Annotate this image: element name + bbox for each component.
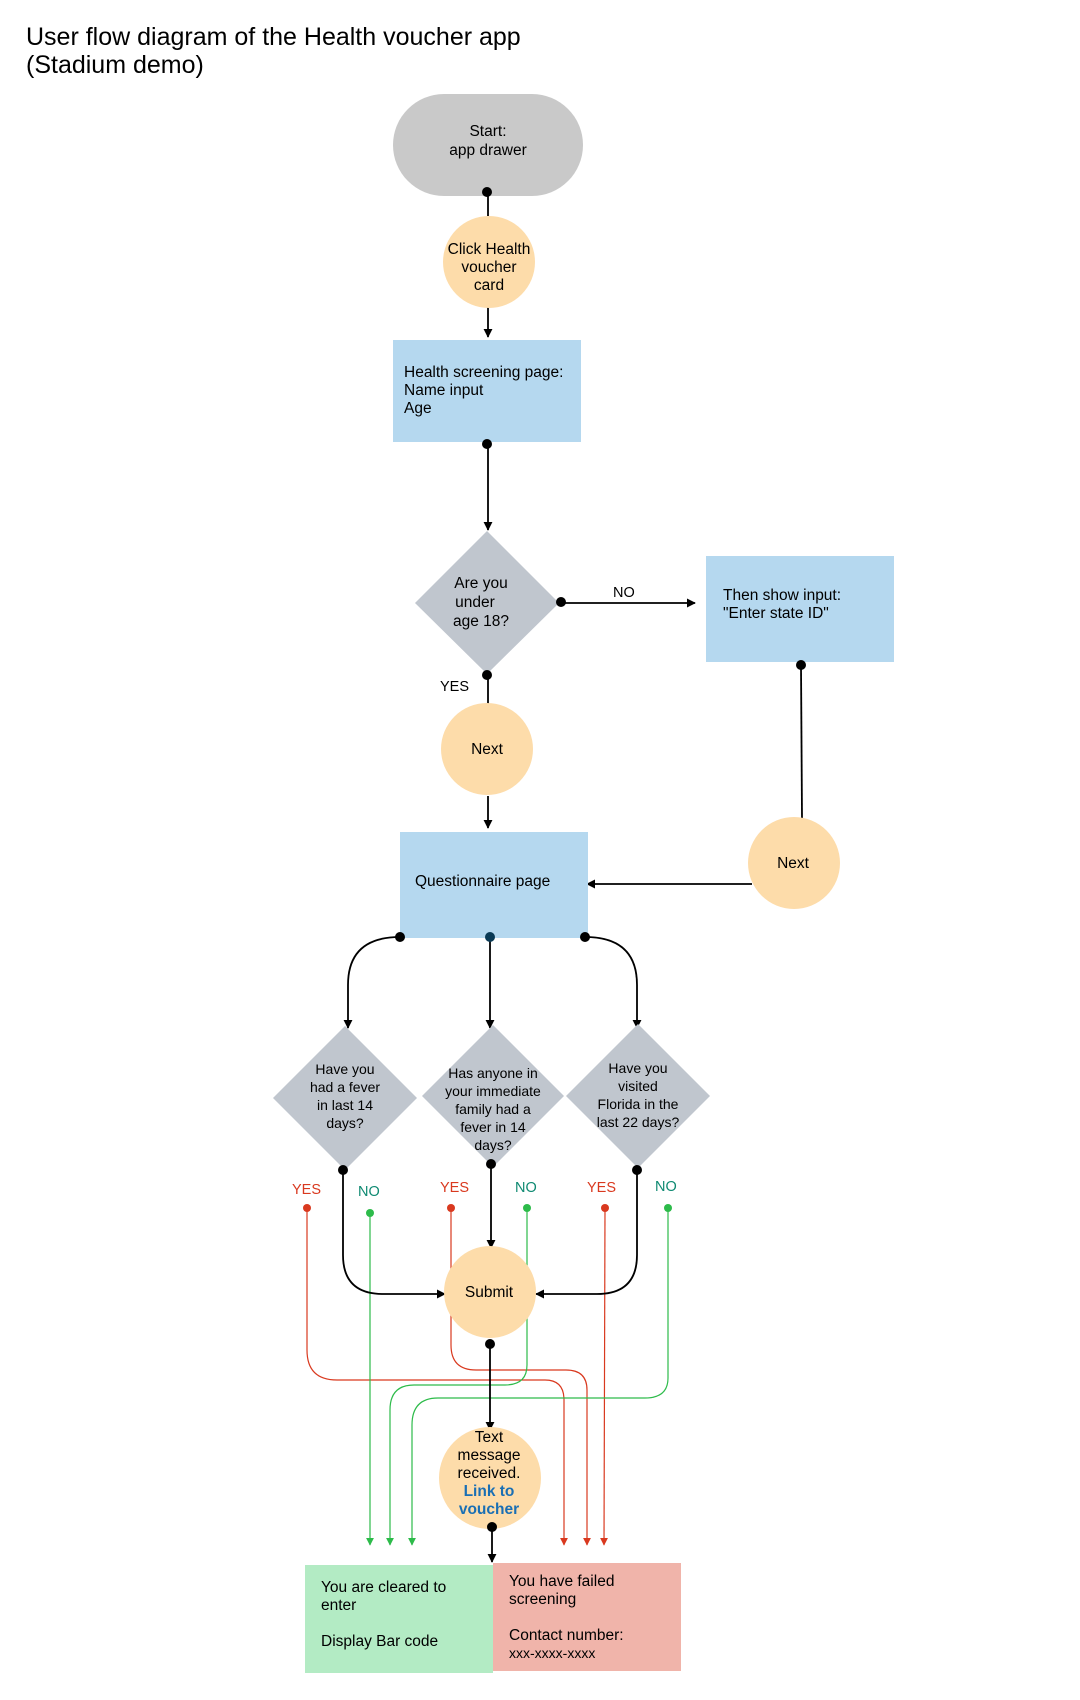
age-no-label: NO [613,585,635,601]
next-no-label: Next [777,855,810,872]
fever-decision-node: Have you had a fever in last 14 days? [273,1026,417,1170]
failed-line4: xxx-xxxx-xxxx [509,1645,595,1661]
fever-yes-connector [306,1208,568,1546]
q-to-florida-connector [584,936,642,1029]
start-node-line2: app drawer [449,142,527,159]
cleared-line2: enter [321,1597,356,1614]
fever-yes-label: YES [292,1182,321,1198]
family-decision-line5: days? [474,1137,512,1153]
connector-dots [303,187,806,1532]
state-id-line2: "Enter state ID" [723,605,829,622]
screening-line3: Age [404,400,432,417]
family-decision-node: Has anyone in your immediate family had … [422,1025,564,1167]
main-flow-connectors [342,192,803,1563]
fever-to-submit-connector [342,1172,446,1299]
yes-failure-connectors [306,1207,609,1546]
cleared-line1: You are cleared to [321,1579,446,1596]
fever-decision-line1: Have you [315,1061,374,1077]
florida-decision-node: Have you visited Florida in the last 22 … [566,1024,710,1168]
family-decision-line3: family had a [455,1101,531,1117]
start-node-line1: Start: [469,123,506,140]
failed-node: You have failed screening Contact number… [493,1563,681,1671]
text-msg-line2: message [458,1447,521,1464]
fever-no-label: NO [358,1184,380,1200]
florida-no-connector [408,1208,669,1546]
start-node: Start: app drawer [393,94,583,196]
click-card-line3: card [474,277,504,294]
state-id-node: Then show input: "Enter state ID" [706,556,894,662]
florida-decision-line3: Florida in the [598,1096,679,1112]
screening-page-node: Health screening page: Name input Age [393,340,581,442]
no-success-connectors [366,1208,669,1546]
florida-no-label: NO [655,1179,677,1195]
screening-line1: Health screening page: [404,364,563,381]
submit-label: Submit [465,1284,514,1301]
family-yes-label: YES [440,1180,469,1196]
florida-yes-label: YES [587,1180,616,1196]
fever-decision-line3: in last 14 [317,1097,373,1113]
stateid-to-next-connector [800,664,803,819]
age-yes-label: YES [440,679,469,695]
next-no-node: Next [748,817,840,909]
failed-line3: Contact number: [509,1627,624,1644]
florida-decision-line1: Have you [608,1060,667,1076]
state-id-line1: Then show input: [723,587,841,604]
fever-decision-line4: days? [326,1115,364,1131]
age-decision-node: Are you under age 18? [415,531,559,674]
cleared-line3: Display Bar code [321,1633,438,1650]
questionnaire-page-node: Questionnaire page [400,832,588,938]
family-decision-line4: fever in 14 [460,1119,526,1135]
age-decision-line2: under [455,594,495,611]
diagram-title-line1: User flow diagram of the Health voucher … [26,23,521,51]
age-decision-line1: Are you [454,575,507,592]
failed-line1: You have failed [509,1573,614,1590]
failed-line2: screening [509,1591,576,1608]
questionnaire-label: Questionnaire page [415,873,550,890]
click-card-node: Click Health voucher card [443,216,535,308]
next-yes-node: Next [441,703,533,795]
submit-node: Submit [444,1246,536,1338]
voucher-link-line2[interactable]: voucher [459,1501,519,1518]
q-to-fever-connector [343,936,401,1029]
screening-line2: Name input [404,382,484,399]
text-message-node: Text message received. Link to voucher [439,1427,541,1529]
family-no-label: NO [515,1180,537,1196]
family-yes-connector [450,1208,591,1546]
next-yes-label: Next [471,741,504,758]
cleared-node: You are cleared to enter Display Bar cod… [305,1565,493,1673]
family-decision-line2: your immediate [445,1083,541,1099]
click-card-line2: voucher [461,259,516,276]
age-decision-line3: age 18? [453,613,509,630]
diagram-title-line2: (Stadium demo) [26,51,204,79]
family-decision-line1: Has anyone in [448,1065,538,1081]
florida-decision-line2: visited [618,1078,658,1094]
florida-decision-line4: last 22 days? [597,1114,680,1130]
florida-to-submit-connector [535,1170,638,1299]
fever-decision-line2: had a fever [310,1079,380,1095]
voucher-link-line1[interactable]: Link to [464,1483,515,1500]
florida-yes-connector [600,1207,609,1546]
text-msg-line1: Text [475,1429,504,1446]
click-card-line1: Click Health [448,241,531,258]
text-msg-line3: received. [458,1465,521,1482]
family-no-connector [386,1208,528,1546]
